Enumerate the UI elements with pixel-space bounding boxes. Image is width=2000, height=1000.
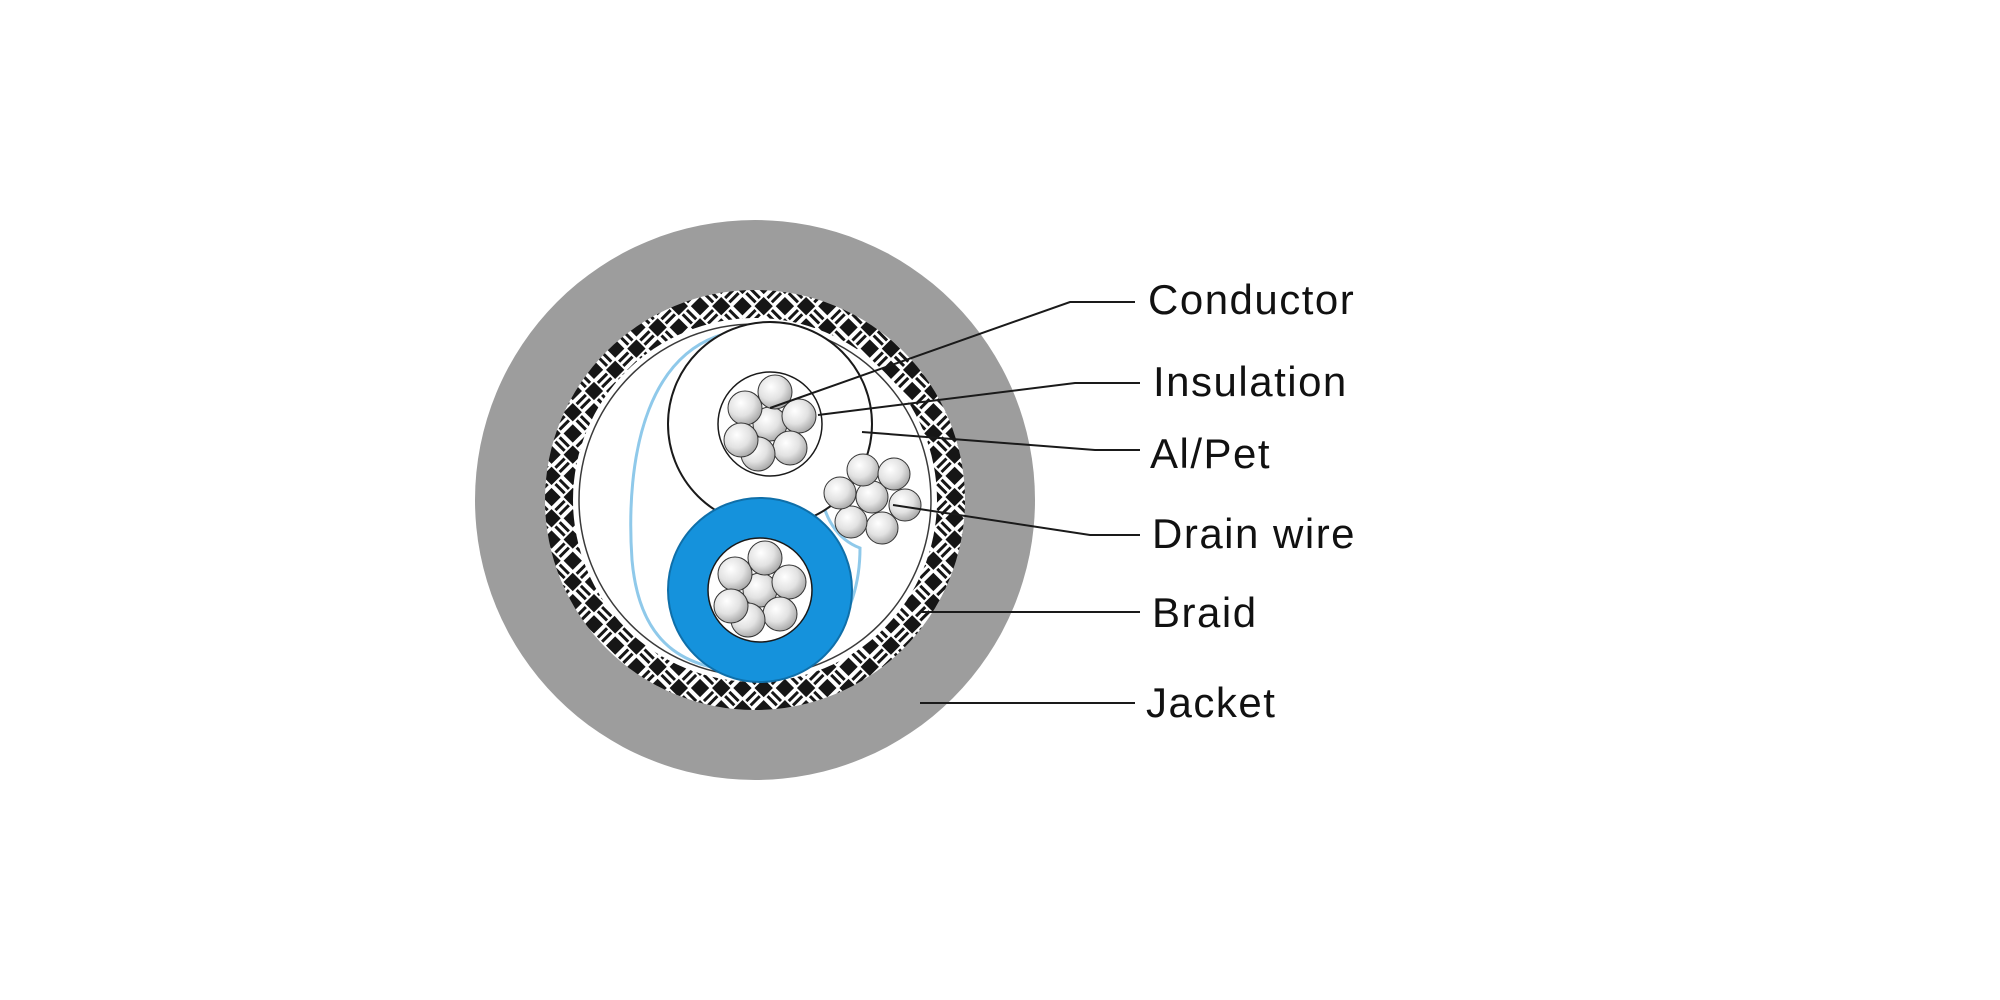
label-conductor: Conductor (1148, 276, 1355, 323)
leader-insulation (817, 382, 1140, 416)
leader-drain-wire (892, 504, 1140, 536)
conductor-upper (717, 371, 823, 477)
drain-wire (823, 453, 922, 545)
label-braid: Braid (1152, 589, 1258, 636)
label-al-pet: Al/Pet (1150, 430, 1271, 477)
conductor-lower (707, 537, 813, 643)
label-jacket: Jacket (1146, 679, 1276, 726)
leader-al-pet (861, 431, 1140, 451)
leader-conductor (769, 301, 1135, 409)
label-insulation: Insulation (1153, 358, 1348, 405)
label-drain-wire: Drain wire (1152, 510, 1356, 557)
